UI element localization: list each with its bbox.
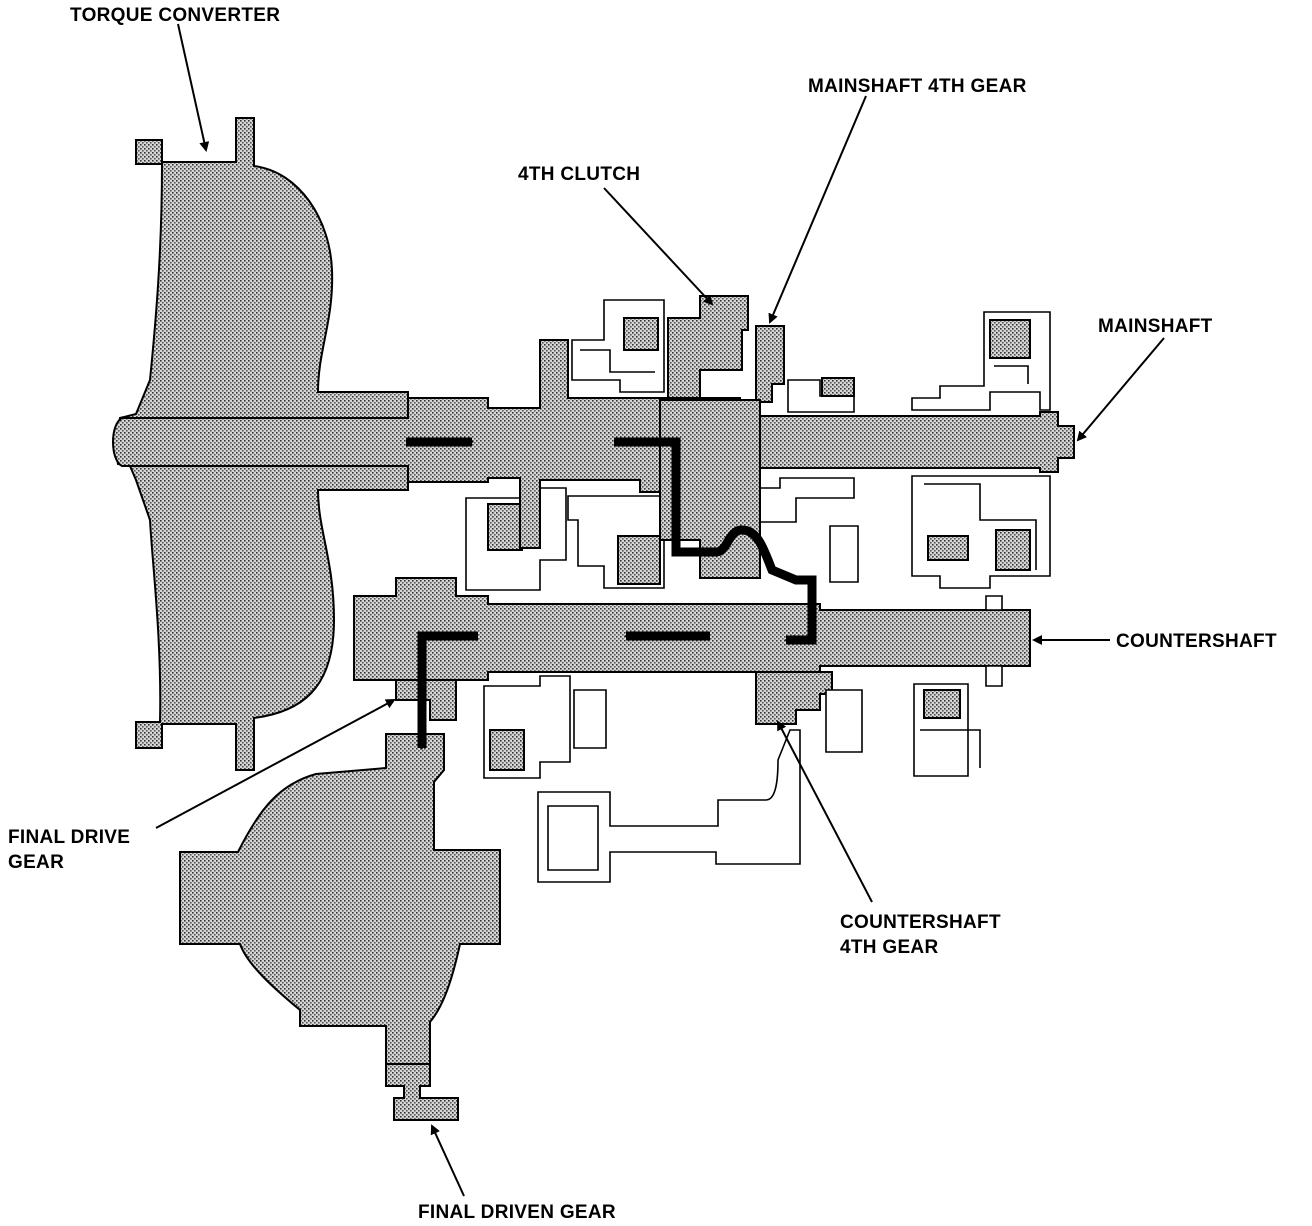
- countershaft-4th-gear-leader: [777, 720, 873, 903]
- power-flow-path: [406, 437, 817, 750]
- final-driven-gear-label: FINAL DRIVEN GEAR: [418, 1202, 616, 1223]
- final-driven-gear-leader: [430, 1124, 465, 1197]
- countershaft-label: COUNTERSHAFT: [1116, 631, 1277, 652]
- mainshaft-label: MAINSHAFT: [1098, 316, 1213, 337]
- torque-converter-leader: [177, 23, 210, 152]
- torque-converter-label: TORQUE CONVERTER: [70, 5, 280, 26]
- final-drive-gear-leader: [155, 699, 396, 829]
- leader-lines: [155, 23, 1165, 1197]
- final-drive-flow-line: [417, 631, 478, 750]
- fourth-clutch-leader: [603, 187, 714, 306]
- countershaft-4th-gear-label-line1: COUNTERSHAFT: [840, 912, 1001, 933]
- mainshaft-4th-gear-label: MAINSHAFT 4TH GEAR: [808, 76, 1027, 97]
- final-drive-gear-label-line2: GEAR: [8, 852, 64, 873]
- final-drive-gear-label-line1: FINAL DRIVE: [8, 827, 130, 848]
- countershaft-lower-assemblies: [483, 675, 981, 883]
- labels: TORQUE CONVERTER MAINSHAFT 4TH GEAR 4TH …: [8, 5, 1277, 1223]
- fourth-clutch-flow-line: [614, 437, 817, 645]
- mainshaft-clutch-assemblies: [465, 295, 1051, 591]
- mainshaft-leader: [1076, 337, 1165, 442]
- final-driven-gear: [179, 733, 501, 1121]
- fourth-clutch-label: 4TH CLUTCH: [518, 164, 640, 185]
- countershaft-4th-gear-label-line2: 4TH GEAR: [840, 937, 938, 958]
- mainshaft-4th-gear-leader: [768, 95, 867, 324]
